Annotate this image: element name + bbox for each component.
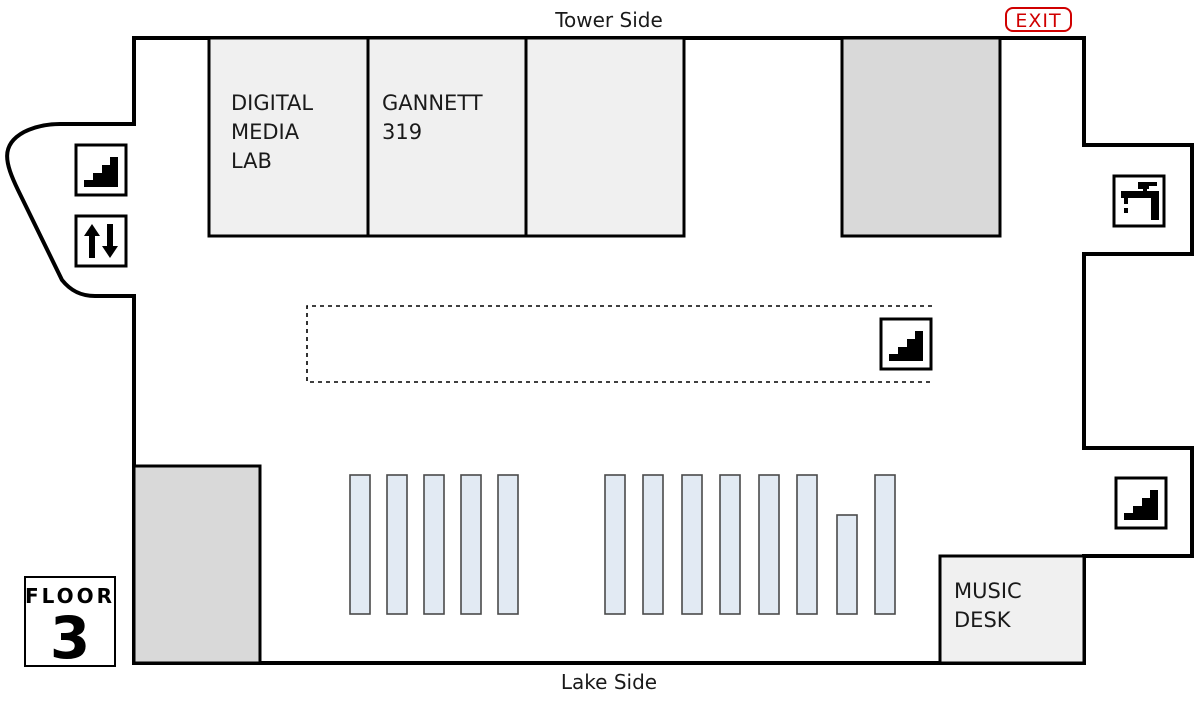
building-outline <box>5 36 1194 665</box>
digital-media-lab-label-line3: LAB <box>231 149 272 173</box>
gannett-319-label-line1: GANNETT <box>382 91 483 115</box>
lake-side-label: Lake Side <box>561 670 657 694</box>
shelf <box>497 474 519 615</box>
restroom-sink-icon[interactable] <box>1112 174 1166 228</box>
shelf <box>642 474 664 615</box>
tower-side-label: Tower Side <box>554 8 663 32</box>
open-atrium-outline <box>306 305 932 383</box>
shelf <box>386 474 408 615</box>
digital-media-lab-label-line2: MEDIA <box>231 120 300 144</box>
shelf <box>460 474 482 615</box>
shelf <box>874 474 896 615</box>
music-desk-label-line2: DESK <box>954 608 1012 632</box>
shelving-group-left <box>349 474 519 615</box>
digital-media-lab-label-line1: DIGITAL <box>231 91 313 115</box>
shelf <box>719 474 741 615</box>
shelf <box>796 474 818 615</box>
stairs-icon[interactable] <box>1114 476 1168 530</box>
music-desk-label-line1: MUSIC <box>954 579 1022 603</box>
music-desk-room[interactable] <box>938 554 1086 665</box>
shelf <box>758 474 780 615</box>
shelf <box>681 474 703 615</box>
exit-sign: EXIT <box>1005 7 1072 32</box>
restricted-room-bottom-left <box>132 464 262 665</box>
floor-badge: FLOOR 3 <box>24 576 116 672</box>
shelf <box>423 474 445 615</box>
stairs-icon[interactable] <box>74 143 128 197</box>
unlabeled-room-top[interactable] <box>524 36 686 238</box>
floor-label: FLOOR <box>25 584 115 608</box>
exit-label: EXIT <box>1015 10 1061 32</box>
shelf <box>836 514 858 615</box>
restricted-room-top-right <box>840 36 1002 238</box>
elevator-icon[interactable] <box>74 214 128 268</box>
floor-number: 3 <box>50 604 90 672</box>
stairs-icon[interactable] <box>879 317 933 371</box>
shelf <box>604 474 626 615</box>
shelf <box>349 474 371 615</box>
gannett-319-label-line2: 319 <box>382 120 422 144</box>
shelving-group-right <box>604 474 896 615</box>
gannett-319-room[interactable] <box>366 36 528 238</box>
